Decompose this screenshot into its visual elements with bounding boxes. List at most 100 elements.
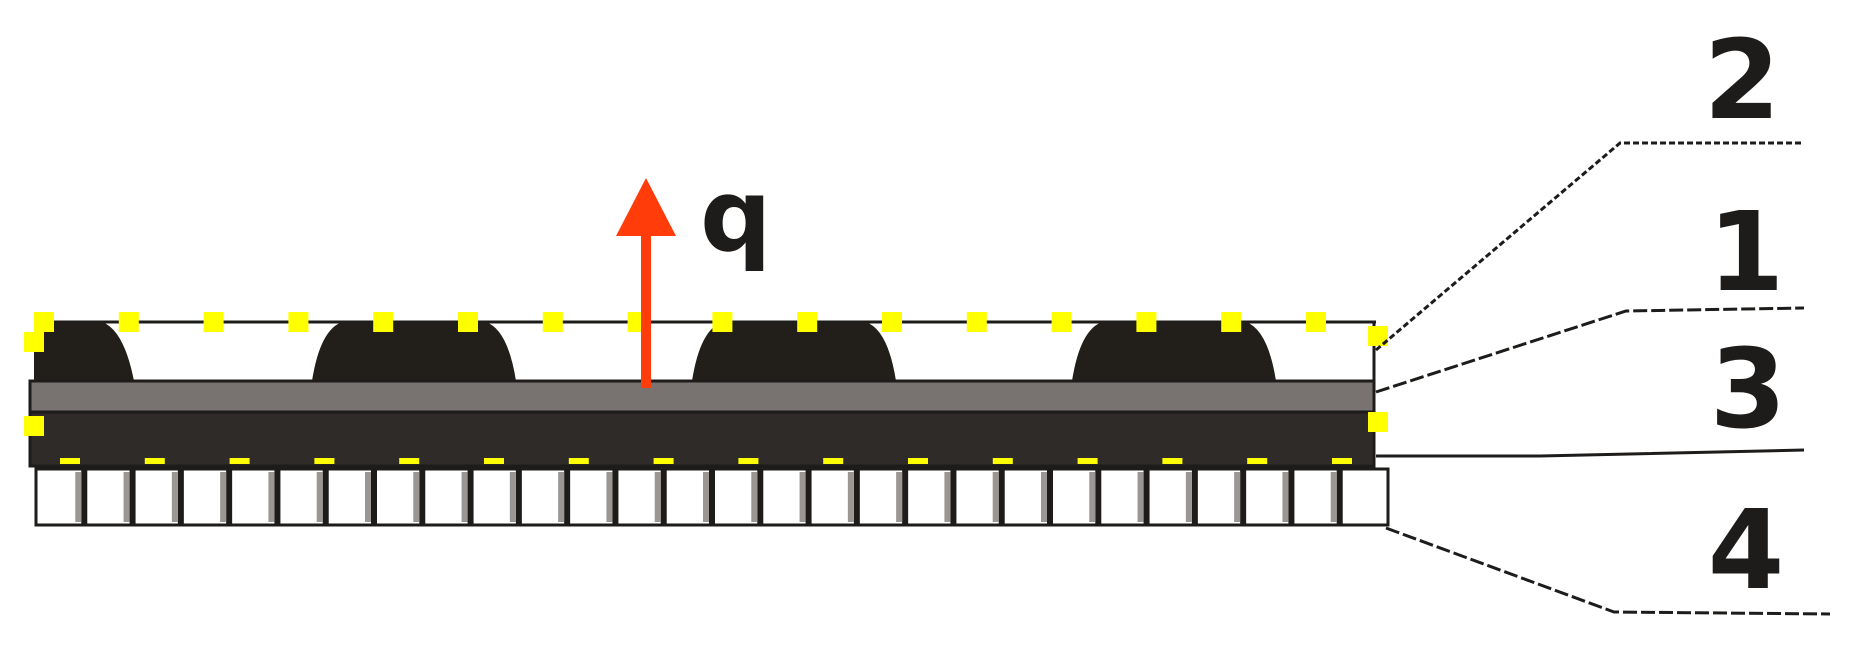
callout-label-3: 3	[1710, 325, 1787, 453]
grid-shadow	[1330, 472, 1337, 522]
grid-divider	[515, 469, 522, 525]
marker-group	[24, 312, 1388, 436]
grid-shadow	[992, 472, 999, 522]
callout-lines	[1375, 141, 1831, 616]
base-dash	[484, 458, 504, 464]
top-marker	[797, 312, 818, 332]
grid-shadow	[171, 472, 178, 522]
grid-shadow	[461, 472, 468, 522]
top-marker	[203, 312, 224, 332]
grid-shadow	[847, 472, 854, 522]
base-dash	[60, 458, 80, 464]
callout-label-2: 2	[1704, 16, 1781, 144]
grid-divider	[371, 469, 377, 525]
base-dash	[908, 458, 928, 464]
grid-divider	[322, 469, 329, 525]
callout-label-4: 4	[1708, 486, 1785, 614]
dome-group	[34, 322, 1276, 381]
grid-shadow	[896, 472, 903, 522]
top-marker	[373, 312, 394, 332]
grid-divider	[1288, 469, 1295, 525]
grid-divider	[1047, 469, 1053, 525]
grid-divider	[467, 469, 474, 525]
grid-shadow	[268, 472, 275, 522]
grid-divider	[660, 469, 667, 525]
base-dash	[144, 458, 165, 464]
dome	[1072, 322, 1276, 381]
dome	[692, 322, 896, 381]
top-marker	[1051, 312, 1072, 332]
dome	[312, 322, 516, 381]
base-dash	[568, 458, 589, 464]
grid-shadow	[703, 472, 709, 522]
grid-layer	[34, 467, 1390, 527]
grid-shadow	[220, 472, 227, 522]
dome	[34, 322, 134, 381]
arrow-head	[616, 178, 676, 236]
grid-divider	[419, 469, 426, 525]
base-dash	[1162, 458, 1183, 464]
grid-shadow	[799, 472, 806, 522]
callout-line-2	[1375, 141, 1804, 352]
top-marker	[1136, 312, 1157, 332]
base-dash	[1247, 458, 1268, 464]
grid-divider	[1095, 469, 1102, 525]
side-marker	[1368, 412, 1388, 432]
grid-shadow	[654, 472, 661, 522]
grid-divider	[129, 469, 136, 525]
base-dash	[1077, 458, 1098, 464]
grid-divider	[805, 469, 812, 525]
top-marker	[288, 312, 309, 332]
callout-line-1	[1375, 306, 1805, 394]
grid-shadow	[1282, 472, 1289, 522]
grid-shadow	[316, 472, 323, 522]
grid-shadow	[75, 472, 82, 522]
grid-divider	[1336, 469, 1343, 525]
grid-shadow	[1234, 472, 1241, 522]
grid-divider	[564, 469, 571, 525]
grid-divider	[177, 469, 184, 525]
grid-divider	[950, 469, 957, 525]
grid-divider	[998, 469, 1005, 525]
base-dash	[823, 458, 844, 464]
grid-divider	[81, 469, 88, 525]
grid-shadow	[365, 472, 371, 522]
grid-shadow	[509, 472, 516, 522]
base-dash	[229, 458, 250, 464]
grid-shadow	[1137, 472, 1144, 522]
top-marker	[542, 312, 563, 332]
gray-layer	[28, 379, 1376, 414]
callout-label-1: 1	[1708, 188, 1785, 316]
grid-divider	[612, 469, 619, 525]
top-marker	[458, 312, 478, 332]
top-marker	[1221, 312, 1242, 332]
base-dash	[653, 458, 674, 464]
top-marker	[882, 312, 902, 332]
grid-divider	[274, 469, 281, 525]
grid-divider	[226, 469, 233, 525]
grid-divider	[1240, 469, 1247, 525]
top-marker	[966, 312, 987, 332]
grid-shadow	[1041, 472, 1047, 522]
base-dash	[314, 458, 335, 464]
side-marker	[1368, 326, 1388, 346]
grid-shadow	[751, 472, 758, 522]
top-marker	[34, 312, 54, 332]
side-marker	[24, 332, 44, 352]
grid-divider	[709, 469, 715, 525]
grid-shadow	[1089, 472, 1096, 522]
flux-arrow	[616, 178, 676, 388]
grid-divider	[757, 469, 764, 525]
grid-shadow	[1185, 472, 1192, 522]
grid-divider	[1143, 469, 1150, 525]
grid-divider	[902, 469, 909, 525]
dash-group	[60, 458, 1352, 464]
callout-line-4	[1385, 526, 1831, 616]
grid-shadow	[413, 472, 420, 522]
base-dash	[992, 458, 1013, 464]
side-marker	[24, 416, 44, 436]
top-marker	[118, 312, 139, 332]
arrow-label: q	[700, 157, 772, 274]
grid-shadow	[558, 472, 565, 522]
